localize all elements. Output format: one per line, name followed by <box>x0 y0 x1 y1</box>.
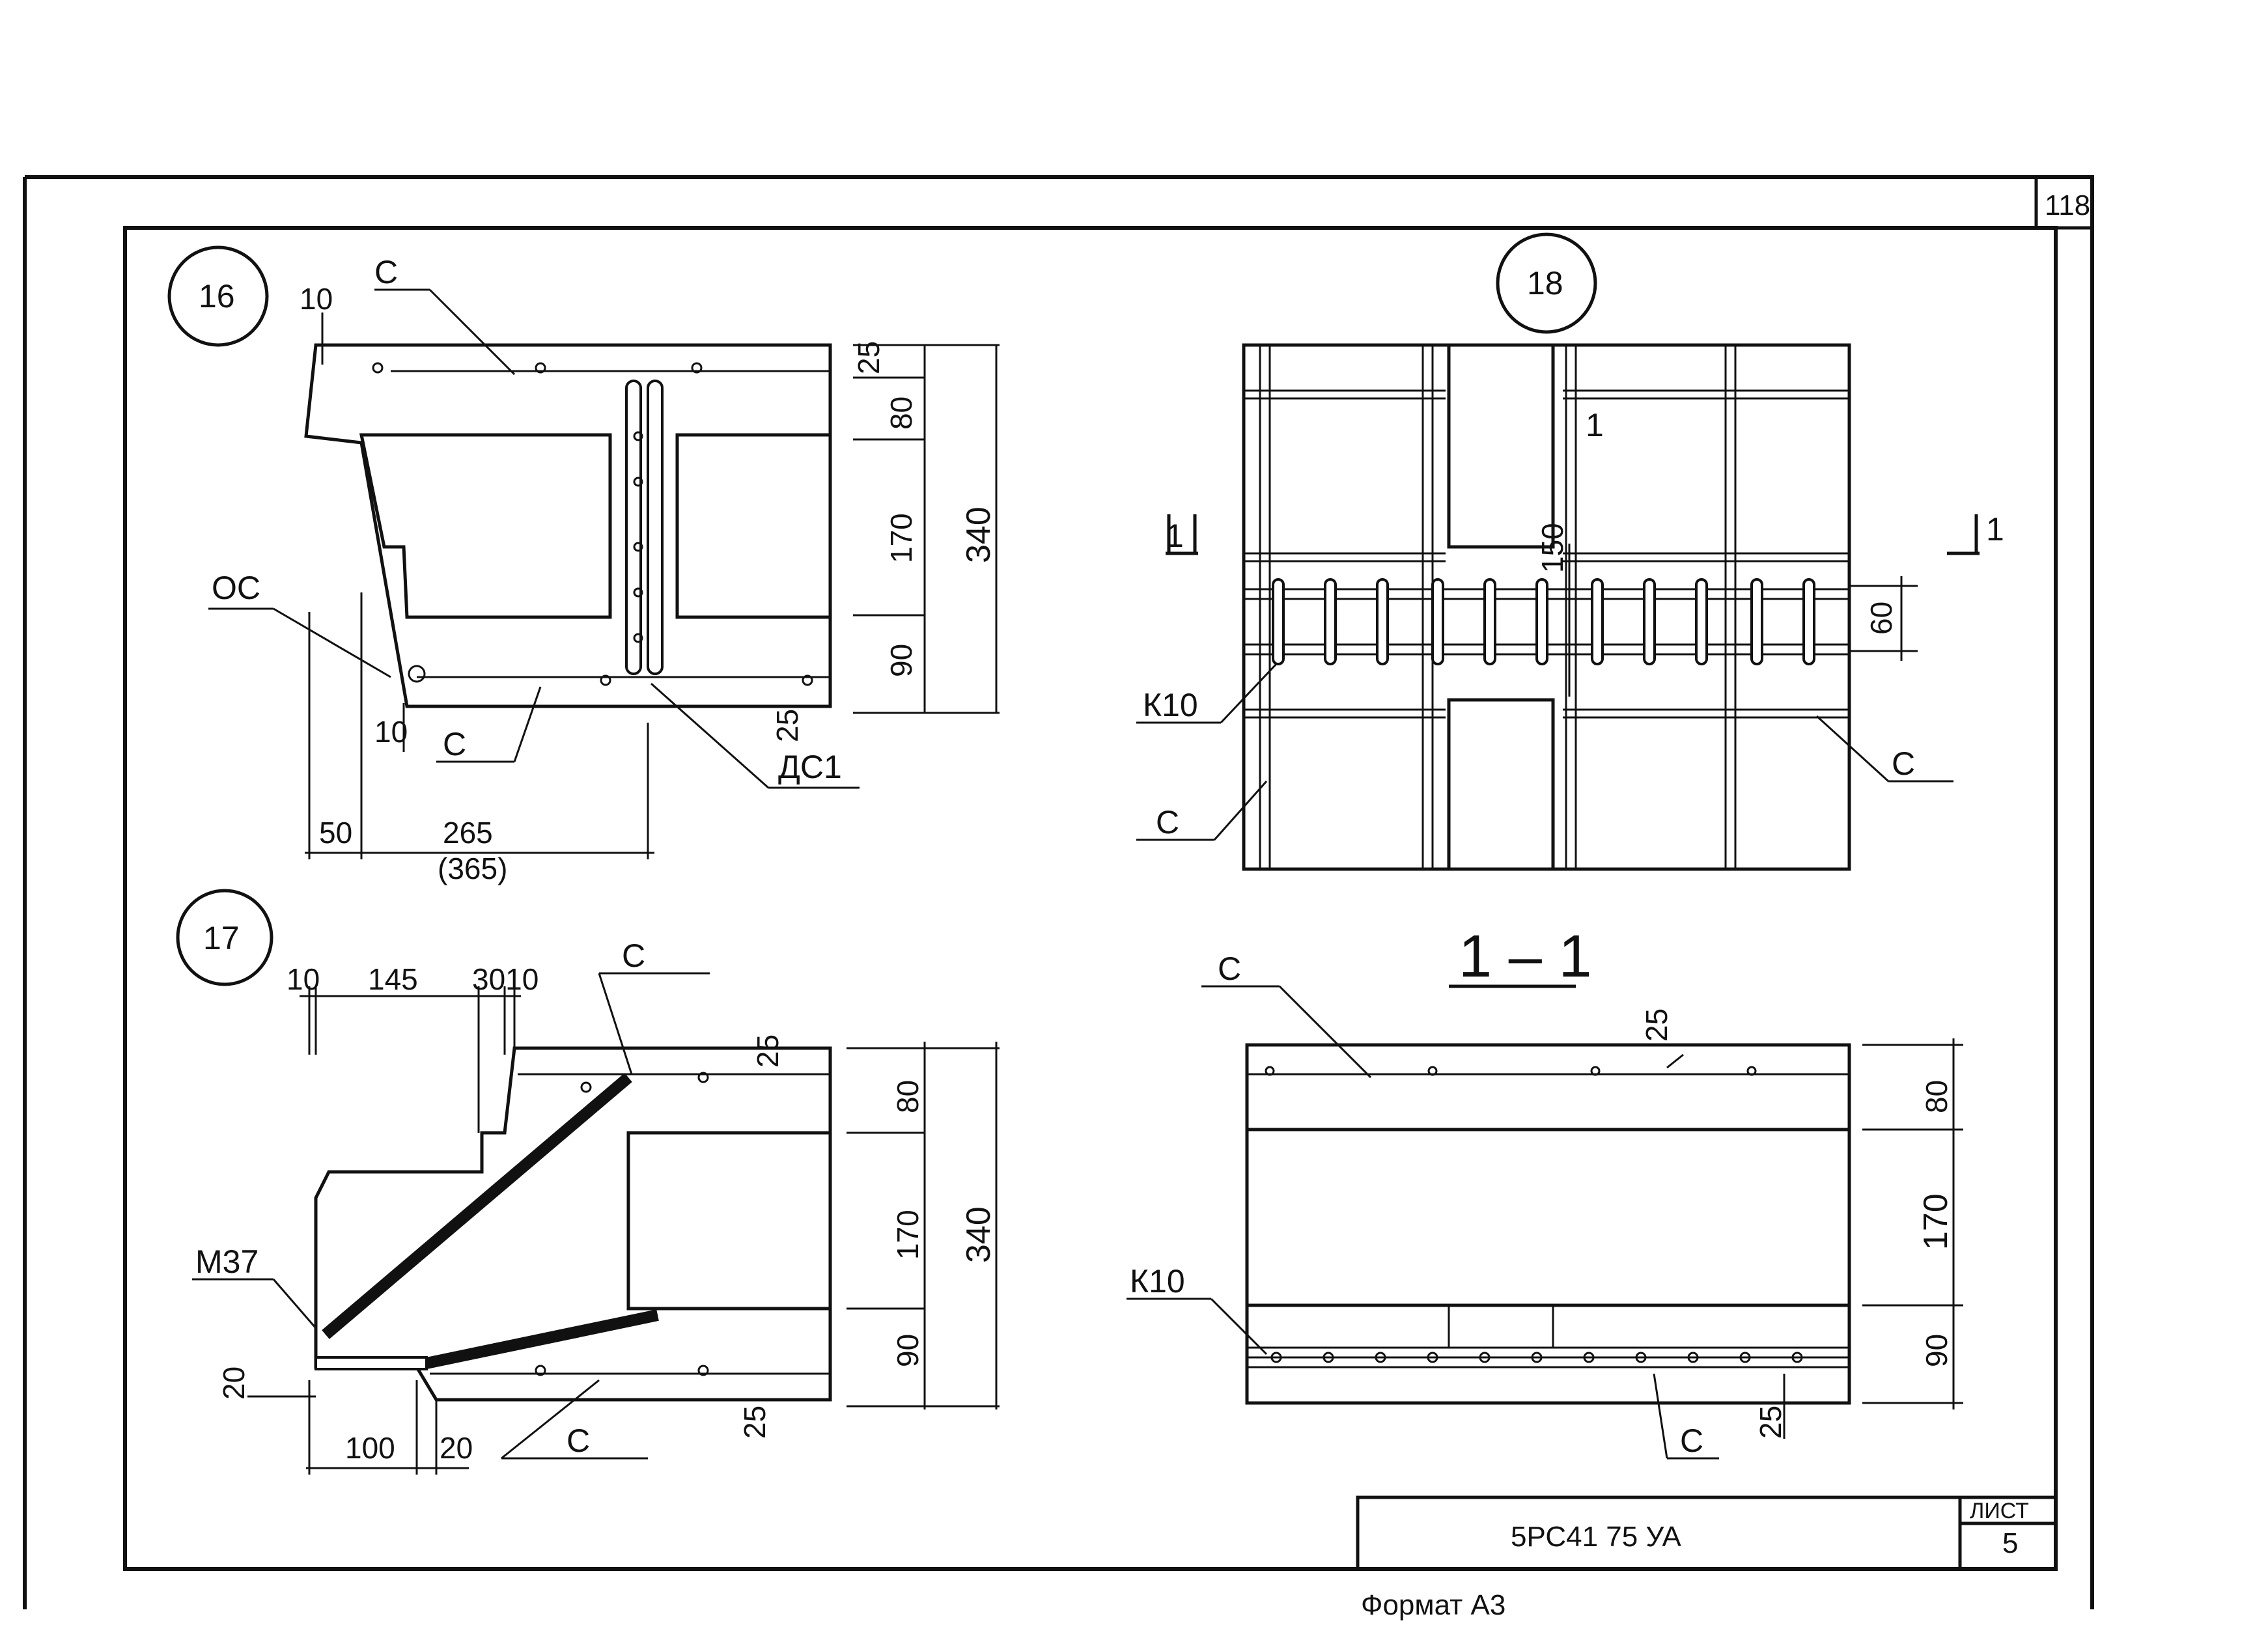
detail-17-dim-80: 80 <box>891 1080 925 1113</box>
detail-16-dim-265: 265 <box>443 816 493 850</box>
detail-16-c-bottom: C <box>443 726 466 762</box>
detail-17-m37: М37 <box>195 1243 259 1280</box>
detail-16-dim-10b: 10 <box>374 715 408 749</box>
detail-18-insulation-top <box>1447 343 1555 549</box>
detail-18-cut-right: 1 <box>1986 511 2004 548</box>
detail-16-insulation-left <box>359 433 612 619</box>
page-number: 118 <box>2045 189 2090 221</box>
detail-18-insulation-bottom <box>1447 698 1555 871</box>
detail-17-c-top: C <box>622 937 645 974</box>
detail-16-dim-25a: 25 <box>852 341 886 374</box>
section-1-1-dim-170: 170 <box>1917 1193 1955 1250</box>
detail-18-dim-60: 60 <box>1864 602 1898 635</box>
detail-16-dc1: ДС1 <box>778 749 842 785</box>
section-1-1-dim-80: 80 <box>1920 1080 1953 1113</box>
detail-18-cut-left: 1 <box>1166 518 1184 554</box>
page-number-box <box>2034 175 2094 230</box>
detail-18-cut-top: 1 <box>1586 407 1604 443</box>
detail-17-dim-20a: 20 <box>217 1367 251 1400</box>
detail-17-outline <box>314 1046 832 1402</box>
section-1-1-dim-25a: 25 <box>1640 1008 1673 1042</box>
outer-frame <box>25 175 2094 1609</box>
detail-18-dim-150: 150 <box>1535 523 1569 573</box>
detail-17-insulation <box>626 1131 832 1311</box>
detail-17-circle <box>176 889 273 986</box>
detail-16: 16 C ОС C ДС1 10 10 <box>167 245 1000 885</box>
section-1-1-outline <box>1245 1043 1851 1405</box>
detail-17-dim-340: 340 <box>960 1206 998 1263</box>
detail-16-c-top: C <box>374 254 398 290</box>
section-1-1-dim-90: 90 <box>1920 1334 1953 1367</box>
detail-16-number: 16 <box>199 278 235 314</box>
detail-16-dim-50: 50 <box>319 816 352 850</box>
detail-17-dim-170: 170 <box>891 1210 925 1260</box>
detail-16-outline <box>304 343 832 708</box>
inner-frame <box>123 226 2058 1571</box>
detail-18-ties <box>1272 578 1815 665</box>
detail-16-insulation-right <box>675 433 832 619</box>
detail-16-dim-10a: 10 <box>300 282 333 316</box>
detail-16-dim-340: 340 <box>960 507 998 563</box>
section-1-1-dim-25b: 25 <box>1754 1406 1787 1439</box>
detail-17-c-bottom: C <box>567 1423 590 1459</box>
section-1-1-insulation <box>1245 1128 1851 1307</box>
detail-17-dim-20b: 20 <box>440 1431 473 1465</box>
section-1-1-c-bottom: C <box>1680 1423 1703 1459</box>
detail-16-dim-170: 170 <box>884 513 918 563</box>
detail-16-oc: ОС <box>212 570 260 606</box>
detail-18-k10: К10 <box>1143 687 1198 723</box>
section-1-1-title: 1 – 1 <box>1459 923 1592 990</box>
detail-17: 17 C C М37 10 145 3010 <box>176 889 1000 1475</box>
detail-17-dim-3010: 3010 <box>472 962 539 996</box>
detail-18: 18 <box>1136 232 2004 871</box>
section-1-1-k10: К10 <box>1130 1263 1185 1299</box>
format-note: Формат А3 <box>1361 1589 1505 1621</box>
detail-18-circle <box>1496 232 1597 334</box>
detail-16-dim-90: 90 <box>884 644 918 677</box>
detail-16-dim-80: 80 <box>884 396 918 430</box>
detail-17-dim-90: 90 <box>891 1334 925 1367</box>
detail-17-dim-25b: 25 <box>738 1406 772 1439</box>
detail-16-dim-25b: 25 <box>770 709 804 742</box>
detail-16-dim-365: (365) <box>438 852 507 885</box>
detail-17-number: 17 <box>203 920 240 956</box>
section-1-1-c-top: C <box>1218 951 1241 987</box>
title-block-designation: 5РС41 75 УА <box>1511 1521 1681 1553</box>
title-block-sheet-label: ЛИСТ <box>1970 1499 2029 1523</box>
section-1-1: 1 – 1 C К10 C 25 80 <box>1127 923 1963 1460</box>
detail-17-dim-145: 145 <box>368 962 418 996</box>
detail-17-dim-10: 10 <box>287 962 320 996</box>
title-block: 5РС41 75 УА ЛИСТ 5 Формат А3 <box>1356 1495 2058 1621</box>
detail-17-dim-100: 100 <box>345 1431 395 1465</box>
detail-18-number: 18 <box>1527 265 1563 301</box>
detail-17-dim-25a: 25 <box>751 1034 785 1068</box>
detail-18-c-left: C <box>1156 804 1179 840</box>
detail-16-circle <box>167 245 269 347</box>
detail-18-c-right: C <box>1892 745 1915 782</box>
title-block-sheet-number: 5 <box>2002 1527 2018 1559</box>
